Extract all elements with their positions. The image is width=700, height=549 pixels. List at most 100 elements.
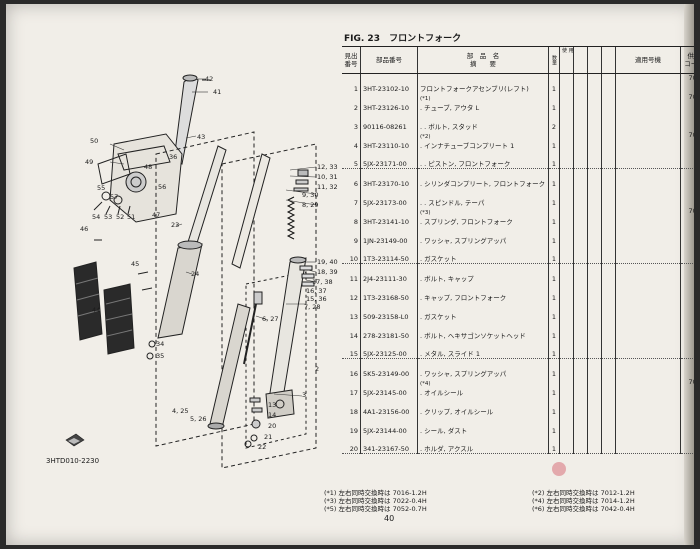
callout: 7, 28 [304, 303, 321, 311]
row-no: 6 [353, 179, 358, 188]
row-name: . . ボルト, スタッド [420, 122, 478, 131]
row-part-number: 5JX-23144-00 [360, 415, 418, 435]
row-supply-code [680, 187, 694, 207]
row-name: . キャップ, フロントフォーク [420, 293, 507, 302]
row-use-3 [587, 434, 602, 454]
row-supply-code [680, 111, 694, 131]
row-name: . ワッシャ, スプリングアッパ [420, 369, 507, 378]
row-qty: 1 [548, 130, 560, 150]
row-use-2 [573, 130, 588, 150]
row-part-number: 4A1-23156-00 [360, 396, 418, 416]
row-use-4 [601, 244, 616, 264]
callout: 3 [302, 391, 307, 399]
row-use-3 [587, 415, 602, 435]
callout: 22 [258, 443, 267, 451]
exploded-diagram: 42 41 43 50 36 49 48 55 56 57 54 53 52 5… [6, 4, 338, 545]
row-use-4 [601, 415, 616, 435]
row-use-3 [587, 301, 602, 321]
row-use-4 [601, 168, 616, 188]
row-use-4 [601, 377, 616, 397]
row-use-3 [587, 339, 602, 359]
row-no: 10 [342, 244, 361, 264]
row-description: . . スピンドル, テーパ [417, 187, 549, 207]
row-name: . オイルシール [420, 388, 464, 397]
row-use-3 [587, 206, 602, 226]
row-part-number: 509-23158-L0 [360, 301, 418, 321]
callout: 43 [197, 133, 206, 141]
row-use-2 [573, 434, 588, 454]
row-use-2 [573, 358, 588, 378]
row-qty: 1 [548, 358, 560, 378]
row-no: 14 [349, 331, 358, 340]
row-use-3 [587, 396, 602, 416]
row-remarks [615, 73, 681, 93]
row-use-2 [573, 263, 588, 283]
callout: 10, 31 [317, 173, 338, 181]
row-use-2 [573, 187, 588, 207]
row-description: . . ボルト, スタッド [417, 111, 549, 131]
callout: 5, 26 [190, 415, 207, 423]
row-use-1 [559, 244, 574, 264]
row-use-4 [601, 301, 616, 321]
row-description: . ホルダ, アクスル [417, 434, 549, 454]
row-use-2 [573, 415, 588, 435]
row-supply-code [680, 282, 694, 302]
row-use-3 [587, 92, 602, 112]
row-supply-code [680, 301, 694, 321]
row-description: (*3). スプリング, フロントフォーク [417, 206, 549, 226]
row-qty: 1 [548, 187, 560, 207]
row-name: . ボルト, キャップ [420, 274, 474, 283]
callout: 56 [158, 183, 167, 191]
callout: 46 [80, 225, 89, 233]
row-description: . . ピストン, フロントフォーク [417, 149, 549, 169]
catalog-page: 42 41 43 50 36 49 48 55 56 57 54 53 52 5… [6, 4, 694, 545]
row-use-3 [587, 73, 602, 93]
row-remarks [615, 339, 681, 359]
row-name: . メタル, スライド 1 [420, 350, 480, 358]
row-part-number: 5JX-23145-00 [360, 377, 418, 397]
row-use-2 [573, 377, 588, 397]
row-name: . . ピストン, フロントフォーク [420, 160, 511, 168]
row-use-4 [601, 149, 616, 169]
row-remarks [615, 130, 681, 150]
row-no: 4 [353, 141, 358, 150]
row-use-1 [559, 73, 574, 93]
row-remarks [615, 396, 681, 416]
row-qty: 1 [548, 396, 560, 416]
row-description: (*2). インナチューブコンプリート 1 [417, 130, 549, 150]
row-part-number: 278-23181-50 [360, 320, 418, 340]
row-part-number: 2J4-23111-30 [360, 263, 418, 283]
callout: 42 [205, 75, 214, 83]
row-name: . シール, ダスト [420, 426, 468, 435]
row-use-3 [587, 320, 602, 340]
callout: 49 [85, 158, 94, 166]
row-use-1 [559, 301, 574, 321]
row-use-3 [587, 130, 602, 150]
row-remarks [615, 263, 681, 283]
row-use-3 [587, 263, 602, 283]
footnote: (*1) 左右同時交換時は 7016-1.2H [324, 489, 427, 497]
row-use-4 [601, 320, 616, 340]
row-use-3 [587, 282, 602, 302]
row-remarks [615, 225, 681, 245]
parts-table-wrap: 見出 番号 部品番号 部 品 名 摘 要 数量 使 用 台 数 適用号機 供給 … [342, 46, 694, 478]
row-supply-code: 7021 [680, 206, 694, 226]
callout: 45 [131, 260, 140, 268]
callout: 4, 25 [172, 407, 189, 415]
header-part-number: 部品番号 [360, 46, 418, 74]
header-use-3 [587, 46, 602, 74]
row-qty: 1 [548, 263, 560, 283]
row-use-1 [559, 377, 574, 397]
row-use-1 [559, 263, 574, 283]
row-part-number: 1T3-23114-50 [360, 244, 418, 264]
row-no: 15 [342, 339, 361, 359]
row-qty: 1 [548, 301, 560, 321]
row-remarks [615, 434, 681, 454]
callout: 48 [144, 163, 153, 171]
figure-title: FIG. 23 フロントフォーク [344, 31, 467, 44]
row-use-1 [559, 282, 574, 302]
row-supply-code [680, 339, 694, 359]
